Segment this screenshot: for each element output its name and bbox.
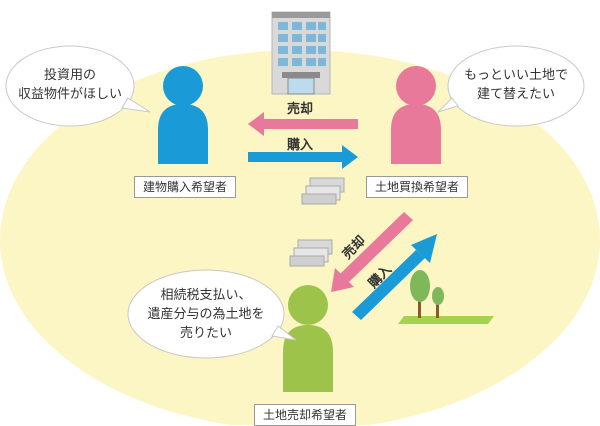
seller-bubble-text: 相続税支払い、 遺産分与の為土地を 売りたい: [134, 286, 278, 343]
seller-bubble-line1: 相続税支払い、: [160, 288, 252, 303]
buyer-bubble-line2: 収益物件がほしい: [17, 87, 122, 102]
top-sell-label: 売却: [287, 102, 314, 117]
buyer-person-icon: [158, 66, 208, 164]
buyer-bubble-text: 投資用の 収益物件がほしい: [10, 66, 130, 104]
buyer-bubble-line1: 投資用の: [43, 68, 96, 83]
seller-label: 土地売却希望者: [254, 404, 357, 426]
building-icon: [271, 11, 331, 95]
buy-arrow-right: [248, 145, 358, 169]
seller-speech-bubble: [127, 269, 297, 359]
exchanger-bubble-line2: 建て替えたい: [476, 87, 555, 102]
exchanger-bubble-text: もっといい土地で 建て替えたい: [452, 66, 580, 104]
sell-arrow-left: [248, 112, 358, 136]
buy-arrow-diagonal: [352, 234, 437, 320]
seller-bubble-line3: 売りたい: [179, 326, 232, 341]
buyer-speech-bubble: [5, 45, 151, 127]
exchanger-speech-bubble: [437, 45, 585, 127]
exchanger-bubble-line1: もっといい土地で: [463, 68, 568, 83]
money-stack-icon: [289, 239, 333, 267]
land-with-trees-icon: [398, 270, 494, 324]
exchanger-label: 土地買換希望者: [366, 176, 469, 198]
exchanger-person-icon: [391, 66, 441, 164]
seller-bubble-line2: 遺産分与の為土地を: [147, 307, 265, 322]
seller-person-icon: [283, 285, 333, 392]
buyer-label: 建物購入希望者: [134, 176, 237, 198]
money-stack-icon: [301, 177, 345, 205]
sell-arrow-diagonal: [331, 212, 413, 292]
top-buy-label: 購入: [287, 138, 314, 153]
